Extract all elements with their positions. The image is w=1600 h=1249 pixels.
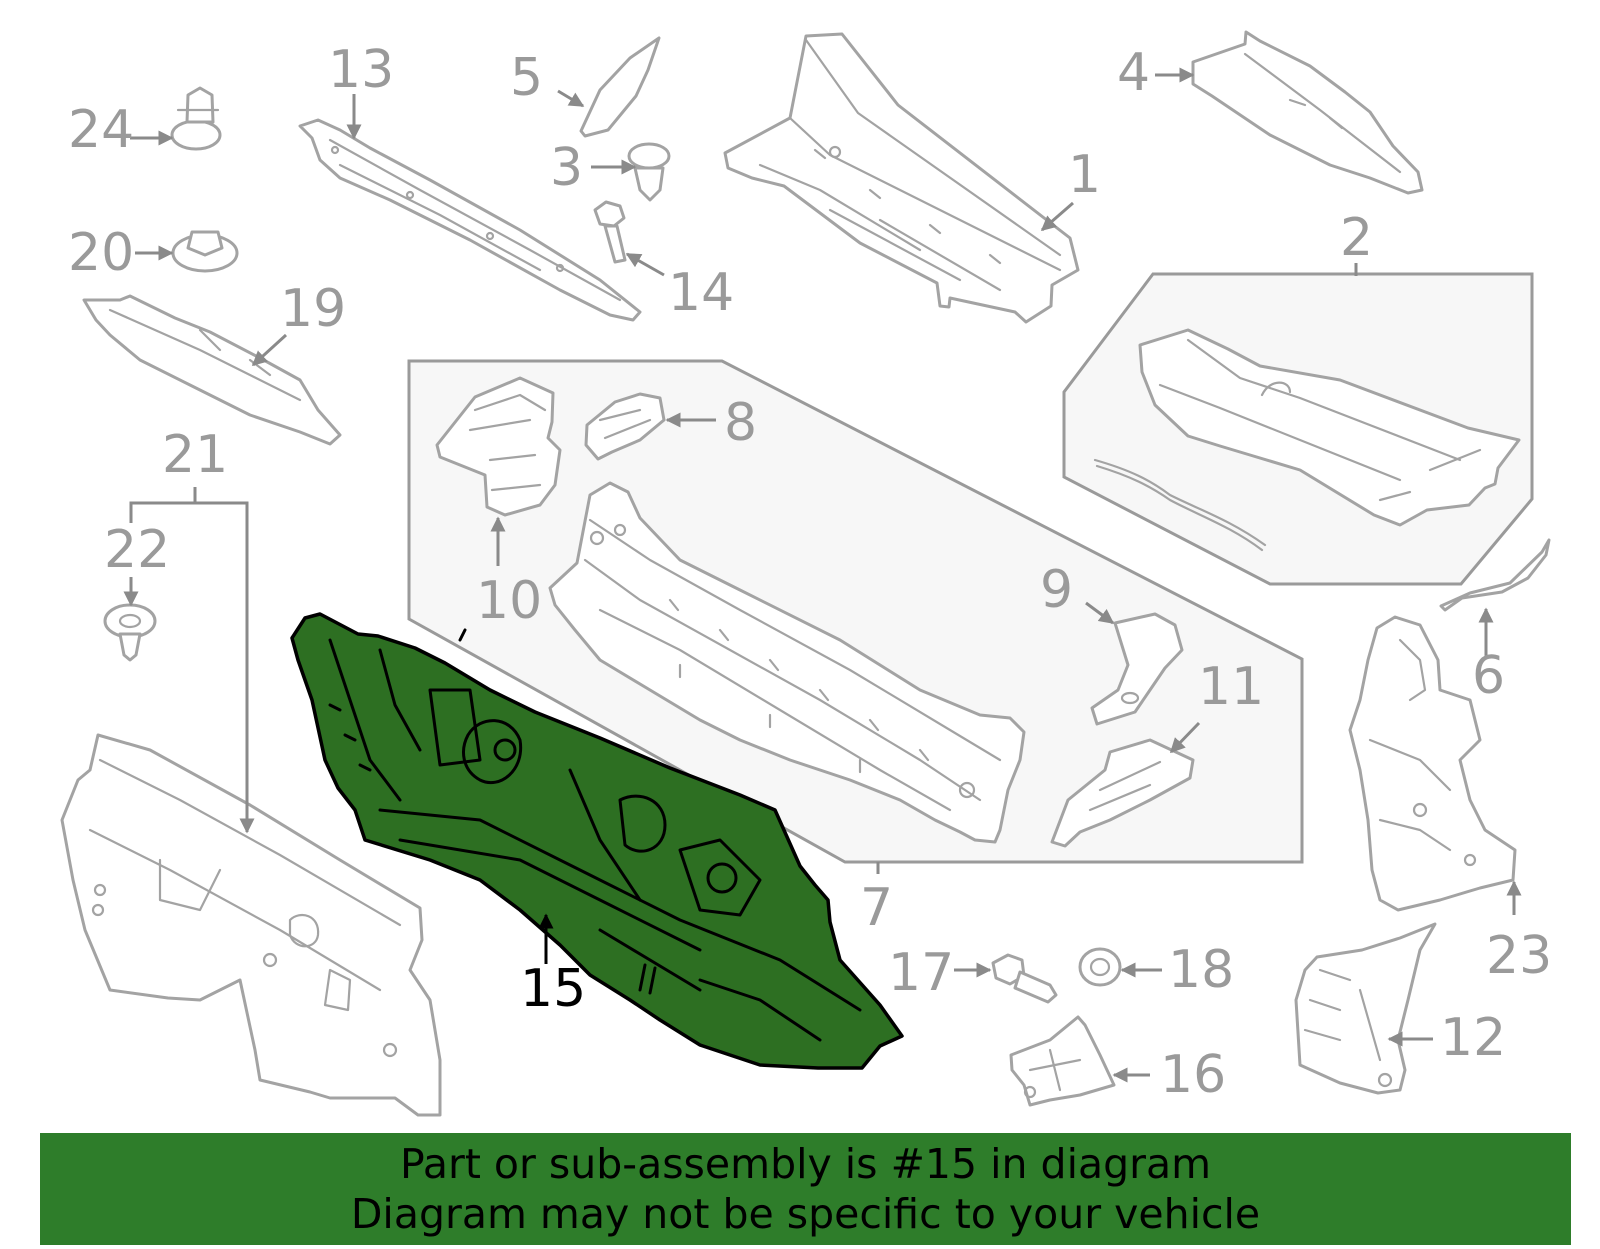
banner-line-2: Diagram may not be specific to your vehi… [350, 1190, 1261, 1238]
part-3-clip [627, 142, 671, 202]
banner-line-1: Part or sub-assembly is #15 in diagram [399, 1140, 1212, 1188]
callout-6: 6 [1472, 646, 1505, 706]
part-10-bracket [435, 376, 562, 517]
callout-1: 1 [1068, 145, 1101, 205]
callout-14: 14 [668, 263, 734, 323]
callout-19: 19 [280, 279, 346, 339]
callout-16: 16 [1160, 1045, 1226, 1105]
part-12-bracket [1294, 922, 1437, 1095]
part-5-seal [579, 36, 661, 138]
part-13-reinforcement [298, 118, 642, 322]
part-20-nut [171, 230, 239, 273]
part-21-insulator [60, 733, 442, 1117]
callout-13: 13 [328, 40, 394, 100]
part-16-bracket [1009, 1015, 1116, 1107]
callout-22: 22 [104, 520, 170, 580]
part-7-cowl-panel [548, 481, 1026, 844]
part-9-bracket [1090, 612, 1184, 726]
callout-labels: 1 2 3 4 5 6 7 8 9 10 11 12 13 14 15 16 1… [68, 40, 1552, 1105]
callout-10: 10 [476, 571, 542, 631]
part-19-reinforcement [82, 294, 342, 446]
callout-8: 8 [724, 393, 757, 453]
part-18-nut [1078, 947, 1122, 987]
part-14-bolt [593, 200, 627, 264]
callout-24: 24 [68, 100, 134, 160]
callout-4: 4 [1117, 43, 1150, 103]
callout-3: 3 [550, 138, 583, 198]
callout-20: 20 [68, 223, 134, 283]
callout-9: 9 [1040, 560, 1073, 620]
callout-2: 2 [1340, 208, 1373, 268]
part-15-dash-panel [290, 612, 904, 1070]
part-2-cowl-top-assy [1093, 328, 1521, 552]
part-8-bracket [584, 392, 666, 461]
callout-5: 5 [510, 48, 543, 108]
info-banner: Part or sub-assembly is #15 in diagram D… [40, 1133, 1571, 1245]
callout-15: 15 [520, 959, 586, 1019]
callout-7: 7 [860, 878, 893, 938]
leader-lines [123, 67, 1522, 1083]
part-11-bracket [1050, 738, 1195, 848]
group-box-7 [407, 359, 1304, 864]
part-6-seal [1439, 538, 1551, 612]
part-1-cowl-top [723, 32, 1080, 324]
callout-12: 12 [1440, 1008, 1506, 1068]
callout-17: 17 [888, 943, 954, 1003]
part-22-clip [103, 603, 157, 662]
callout-23: 23 [1486, 926, 1552, 986]
callout-11: 11 [1198, 657, 1264, 717]
part-24-push-clip [170, 86, 222, 151]
part-4-bracket [1191, 30, 1424, 195]
part-17-bolt [991, 953, 1058, 1004]
part-23-bracket [1348, 615, 1517, 912]
callout-18: 18 [1168, 940, 1234, 1000]
callout-21: 21 [162, 425, 228, 485]
